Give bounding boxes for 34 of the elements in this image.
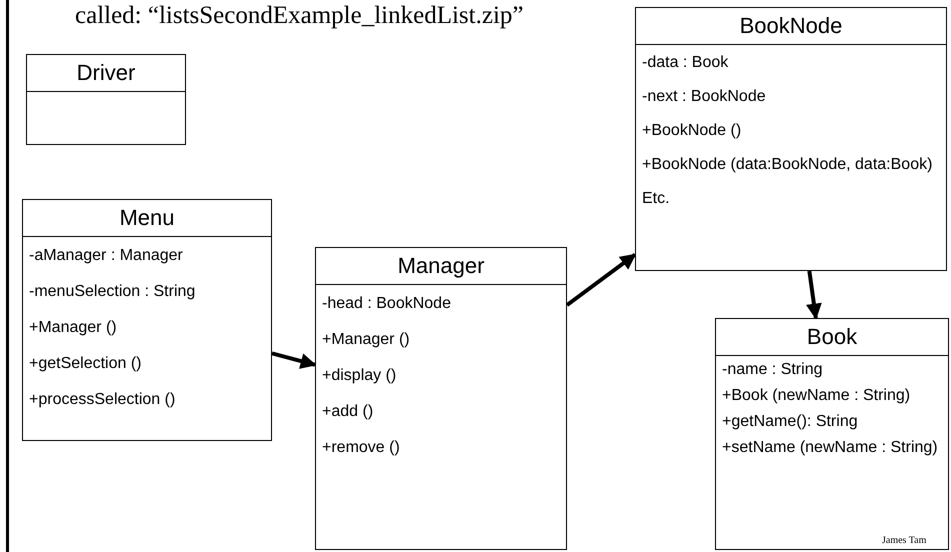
file-note: called: “listsSecondExample_linkedList.zip” [75,1,524,31]
class-name: Menu [119,207,175,229]
class-member: +setName (newName : String) [722,438,938,458]
class-member: +add () [322,402,374,422]
class-member: +getName(): String [722,412,858,432]
class-box [715,318,949,550]
class-name: Driver [76,62,136,84]
class-member: Etc. [642,189,670,209]
class-member: +remove () [322,438,400,458]
class-box [315,247,567,550]
class-member: -aManager : Manager [29,246,183,266]
class-member: -data : Book [642,53,728,73]
class-member: +BookNode () [642,121,742,141]
class-member: +Manager () [322,330,410,350]
class-box [22,199,272,441]
arrow [271,351,317,369]
class-member: +processSelection () [29,390,176,410]
class-member: +display () [322,366,396,386]
class-member: -next : BookNode [642,87,766,107]
class-member: +getSelection () [29,354,142,374]
author-credit: James Tam [882,535,926,547]
class-box [635,7,947,271]
class-member: +BookNode (data:BookNode, data:Book) [642,155,932,175]
class-member: -name : String [722,360,822,380]
class-member: -menuSelection : String [29,282,196,302]
class-name: BookNode [740,15,842,37]
class-member: -head : BookNode [322,294,451,314]
arrow [566,253,636,307]
class-name: Manager [398,255,484,277]
class-member: +Book (newName : String) [722,386,910,406]
class-member: +Manager () [29,318,117,338]
arrow [806,270,822,320]
class-box [26,54,186,145]
class-name: Book [806,326,858,348]
